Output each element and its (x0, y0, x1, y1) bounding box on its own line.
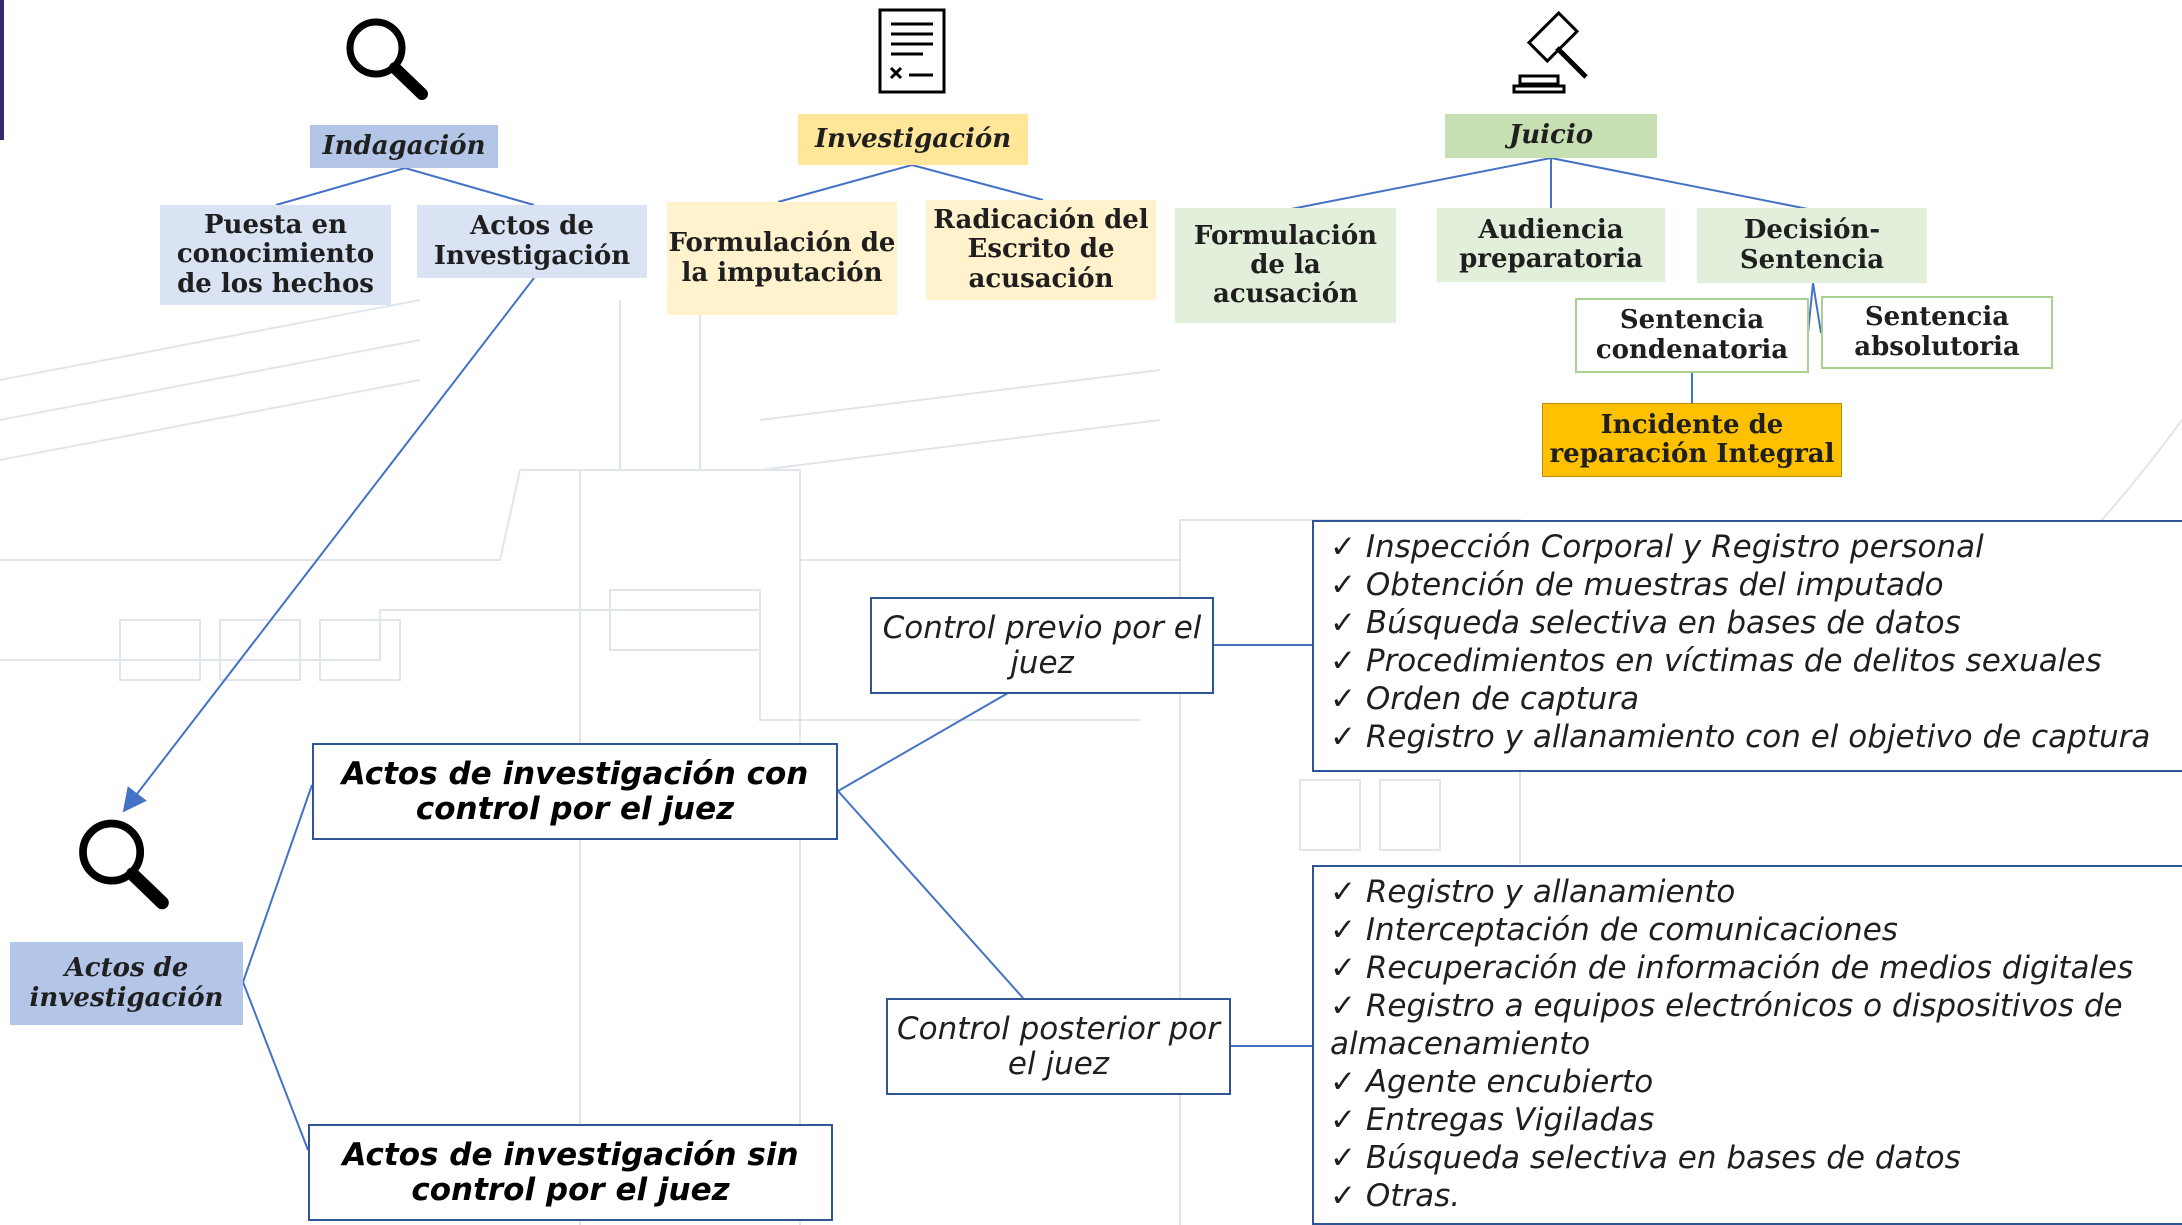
node-con-control: Actos de investigación con control por e… (312, 743, 838, 840)
node-control-previo: Control previo por el juez (870, 597, 1214, 694)
node-formulacion-acusacion: Formulación de la acusación (1175, 208, 1396, 323)
stage-juicio: Juicio (1445, 114, 1657, 158)
node-puesta-en-conocimiento: Puesta en conocimiento de los hechos (160, 205, 391, 305)
arrow-connector (122, 277, 535, 813)
connector (911, 164, 1044, 201)
list-control-posterior: Registro y allanamiento Interceptación d… (1312, 865, 2182, 1225)
list-item: Recuperación de información de medios di… (1330, 949, 2166, 987)
list-control-previo: Inspección Corporal y Registro personal … (1312, 520, 2182, 772)
node-incidente-reparacion: Incidente de reparación Integral (1542, 403, 1842, 477)
stage-indagacion: Indagación (310, 125, 498, 168)
connector (777, 164, 913, 203)
connector (837, 790, 1024, 999)
list-item: Búsqueda selectiva en bases de datos (1330, 604, 2172, 642)
list-item: Obtención de muestras del imputado (1330, 566, 2172, 604)
node-control-posterior: Control posterior por el juez (886, 998, 1231, 1095)
node-formulacion-imputacion: Formulación de la imputación (667, 202, 897, 315)
connector (1550, 157, 1814, 211)
list-item: Otras. (1330, 1177, 2166, 1215)
connector (242, 784, 313, 983)
connector (1812, 282, 1822, 334)
list-item: Búsqueda selectiva en bases de datos (1330, 1139, 2166, 1177)
node-sentencia-condenatoria: Sentencia condenatoria (1575, 298, 1809, 373)
list-item: Registro y allanamiento (1330, 873, 2166, 911)
document-icon (878, 8, 946, 94)
node-audiencia-preparatoria: Audiencia preparatoria (1437, 208, 1665, 282)
magnifier-icon (79, 819, 169, 910)
list-item: Registro y allanamiento con el objetivo … (1330, 718, 2172, 756)
stage-investigacion: Investigación (798, 114, 1028, 165)
connector (242, 981, 309, 1151)
list-item: Agente encubierto (1330, 1063, 2166, 1101)
node-sin-control: Actos de investigación sin control por e… (308, 1124, 833, 1221)
connector (404, 167, 535, 206)
list-item: Registro a equipos electrónicos o dispos… (1330, 987, 2166, 1063)
gavel-icon (1512, 10, 1588, 94)
connector (1285, 157, 1552, 211)
node-decision-sentencia: Decisión-Sentencia (1697, 208, 1927, 283)
accent-bar (0, 0, 4, 140)
list-item: Procedimientos en víctimas de delitos se… (1330, 642, 2172, 680)
connector (275, 167, 406, 206)
list-item: Interceptación de comunicaciones (1330, 911, 2166, 949)
connector (837, 692, 1009, 792)
magnifier-icon (346, 18, 428, 100)
node-sentencia-absolutoria: Sentencia absolutoria (1821, 296, 2053, 369)
list-item: Orden de captura (1330, 680, 2172, 718)
node-radicacion-escrito: Radicación del Escrito de acusación (926, 200, 1156, 300)
list-item: Entregas Vigiladas (1330, 1101, 2166, 1139)
node-actos-root: Actos de investigación (10, 942, 243, 1025)
list-item: Inspección Corporal y Registro personal (1330, 528, 2172, 566)
node-actos-de-investigacion: Actos de Investigación (417, 205, 647, 278)
